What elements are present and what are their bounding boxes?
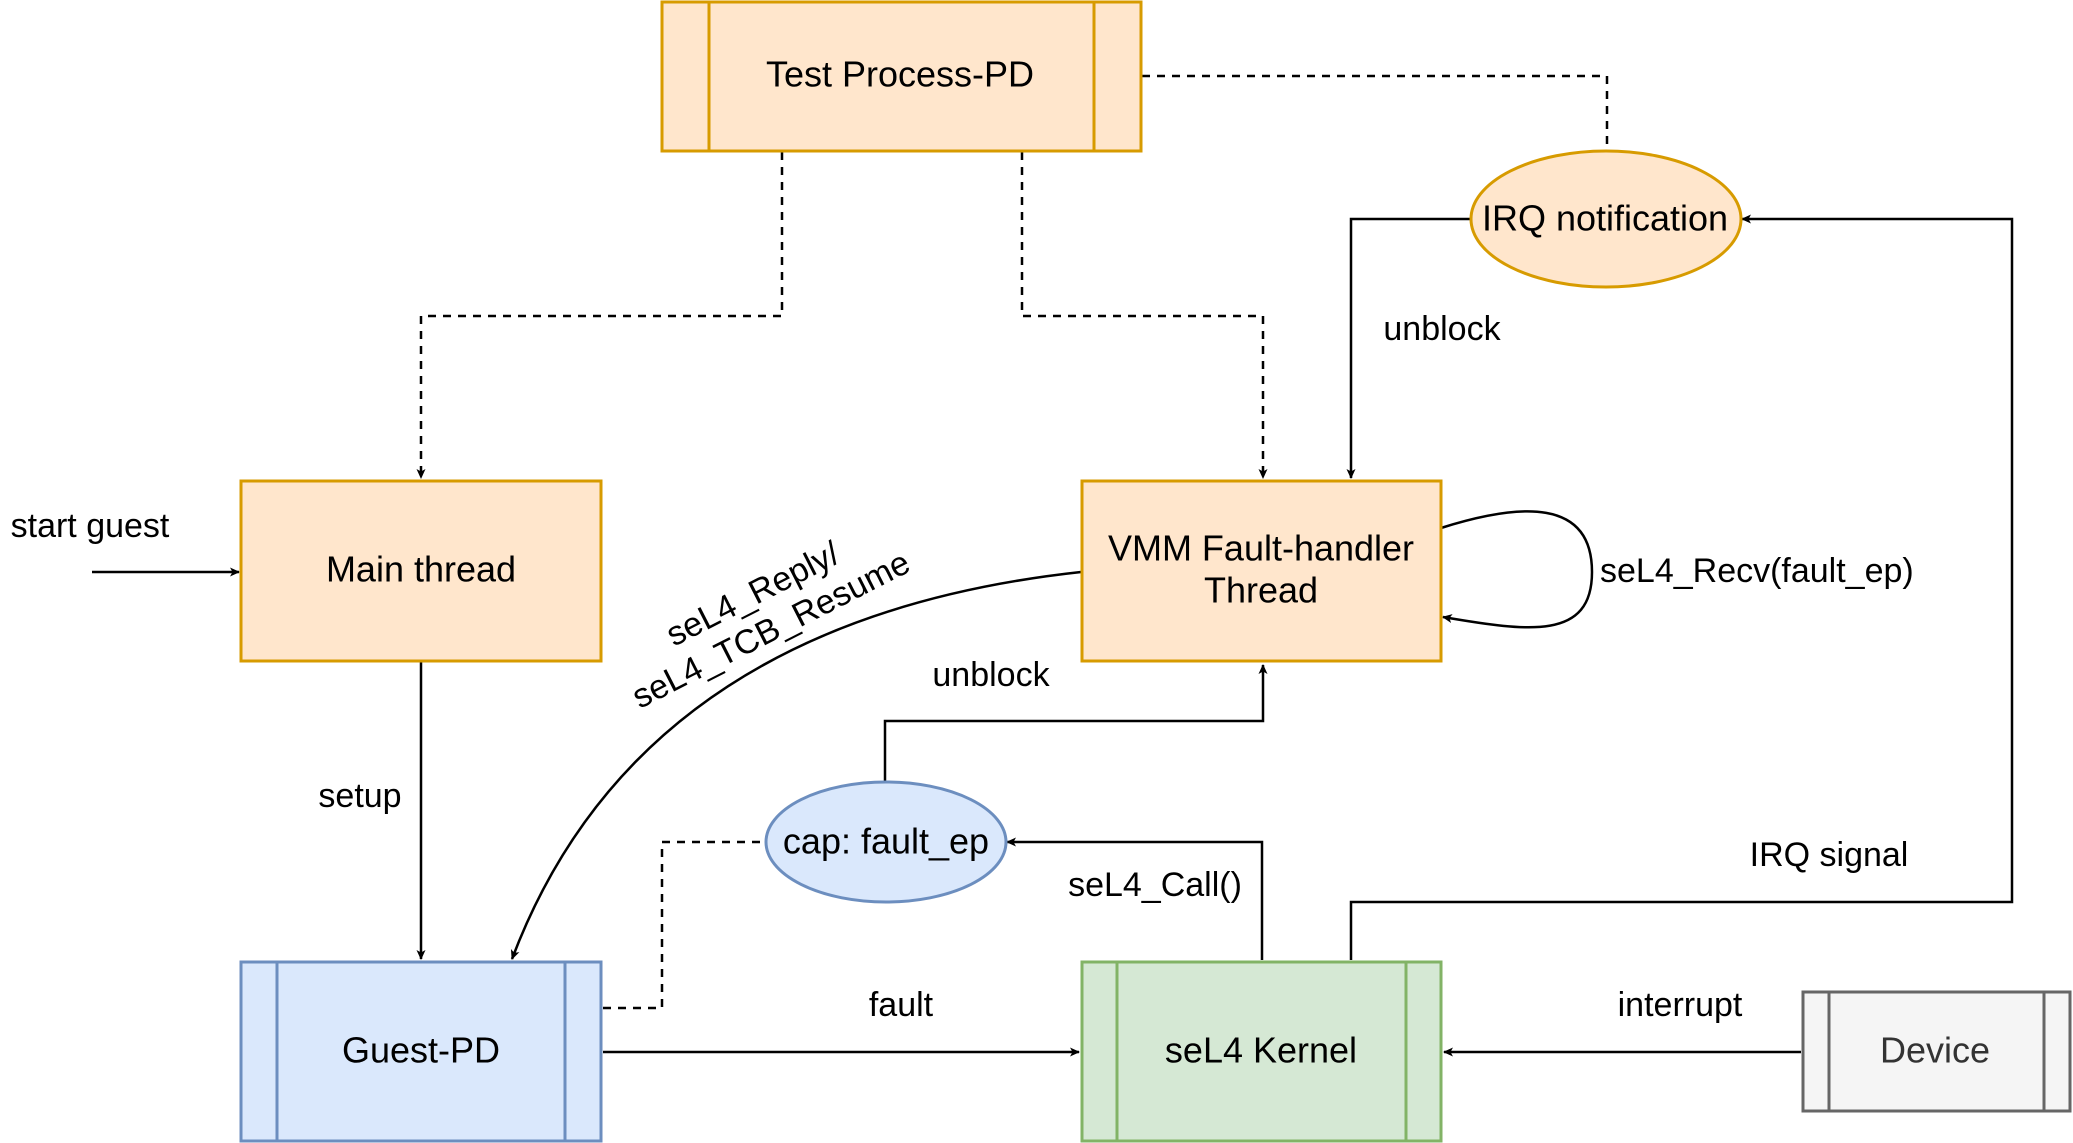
edge-guest-to-cap <box>603 840 766 1010</box>
test-process-pd-label: Test Process-PD <box>766 54 1034 95</box>
sel4-kernel-label: seL4 Kernel <box>1165 1030 1357 1071</box>
cap-fault-ep-ellipse <box>764 780 1008 904</box>
edge-labels: start guest setup seL4_Reply/ seL4_TCB_R… <box>11 310 1914 1024</box>
unblock-fault-label: unblock <box>932 656 1050 694</box>
edge-test-to-irq <box>1142 74 1609 149</box>
irq-notification-ellipse <box>1469 149 1743 289</box>
edges <box>92 74 2014 1057</box>
start-guest-label: start guest <box>11 507 170 545</box>
edge-irq-unblock <box>1346 217 1471 479</box>
edge-cap-unblock <box>883 664 1268 781</box>
reply-label-group: seL4_Reply/ seL4_TCB_Resume <box>626 534 916 716</box>
edge-call <box>1006 837 1264 960</box>
edge-test-to-main <box>416 152 784 479</box>
main-thread-node: Main thread <box>239 479 603 663</box>
edge-recv-loop <box>1440 510 1594 629</box>
sel4-kernel-node: seL4 Kernel <box>1080 960 1443 1143</box>
test-process-pd-box <box>660 0 1143 153</box>
device-label: Device <box>1880 1030 1990 1071</box>
setup-label: setup <box>318 777 401 815</box>
cap-fault-ep-label: cap: fault_ep <box>783 821 989 862</box>
main-thread-label: Main thread <box>326 549 516 590</box>
guest-pd-label: Guest-PD <box>342 1030 500 1071</box>
edge-test-to-vmm <box>1020 152 1268 479</box>
fault-label: fault <box>869 986 934 1024</box>
sel4-kernel-box <box>1080 960 1443 1143</box>
test-process-pd-node: Test Process-PD <box>660 0 1143 153</box>
main-thread-box <box>239 479 603 663</box>
recv-label: seL4_Recv(fault_ep) <box>1600 552 1914 590</box>
cap-fault-ep-node: cap: fault_ep <box>764 780 1008 904</box>
edge-irq-signal <box>1349 214 2014 960</box>
irq-signal-label: IRQ signal <box>1750 836 1909 874</box>
device-node: Device <box>1801 990 2072 1113</box>
unblock-irq-label: unblock <box>1383 310 1501 348</box>
vmm-fault-handler-node: VMM Fault-handler Thread <box>1080 479 1443 663</box>
irq-notification-label: IRQ notification <box>1482 198 1728 239</box>
vmm-fault-handler-label-line1: VMM Fault-handler <box>1108 528 1414 569</box>
edge-reply <box>510 570 1082 960</box>
vmm-fault-handler-label-line2: Thread <box>1204 570 1318 611</box>
call-label: seL4_Call() <box>1068 866 1242 904</box>
guest-pd-box <box>239 960 603 1143</box>
irq-notification-node: IRQ notification <box>1469 149 1743 289</box>
vmm-fault-handler-box <box>1080 479 1443 663</box>
device-box <box>1801 990 2072 1113</box>
guest-pd-node: Guest-PD <box>239 960 603 1143</box>
interrupt-label: interrupt <box>1618 986 1743 1024</box>
